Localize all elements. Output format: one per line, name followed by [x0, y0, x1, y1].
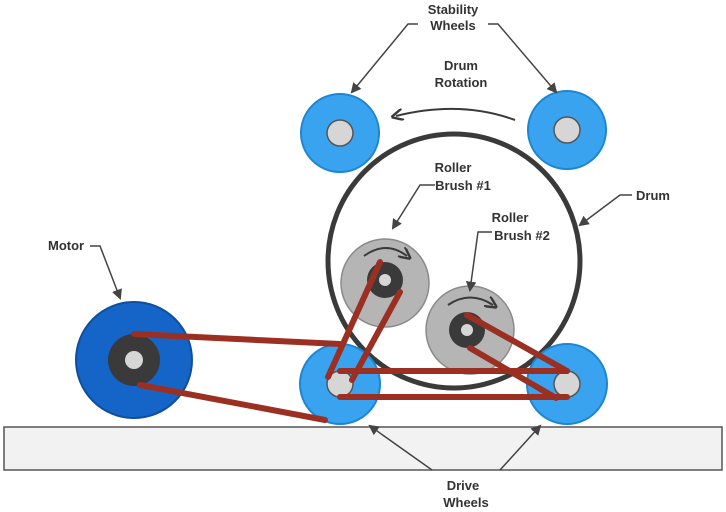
motor: [75, 301, 193, 419]
drive-wheels-label: Wheels: [443, 495, 489, 510]
drum-rotation-label: Drum: [444, 58, 478, 73]
stability-wheels-label: Wheels: [430, 18, 476, 33]
rotation-arrow-icon: [447, 298, 493, 306]
ground-platform: [3, 426, 723, 471]
leader-lines: [90, 23, 632, 471]
drum-label: Drum: [636, 188, 670, 203]
roller-brush-1-label: Brush #1: [435, 178, 491, 193]
drive-wheel-right: [526, 343, 608, 425]
drive-wheels-label: Drive: [447, 478, 480, 493]
roller-brush-2-label: Brush #2: [494, 228, 550, 243]
roller-brush-1-label: Roller: [435, 160, 472, 175]
stability-wheels-label: Stability: [428, 2, 479, 17]
roller-brush-2: [425, 285, 515, 375]
rotation-arrow-icon: [363, 248, 407, 256]
stability-wheel-left: [300, 93, 380, 173]
drum-rotation-label: Rotation: [435, 75, 488, 90]
rotation-arrow-icon: [396, 107, 516, 120]
stability-wheel-right: [527, 90, 607, 170]
drive-belts: [131, 259, 570, 423]
motor-label: Motor: [48, 238, 84, 253]
roller-brush-2-label: Roller: [492, 210, 529, 225]
